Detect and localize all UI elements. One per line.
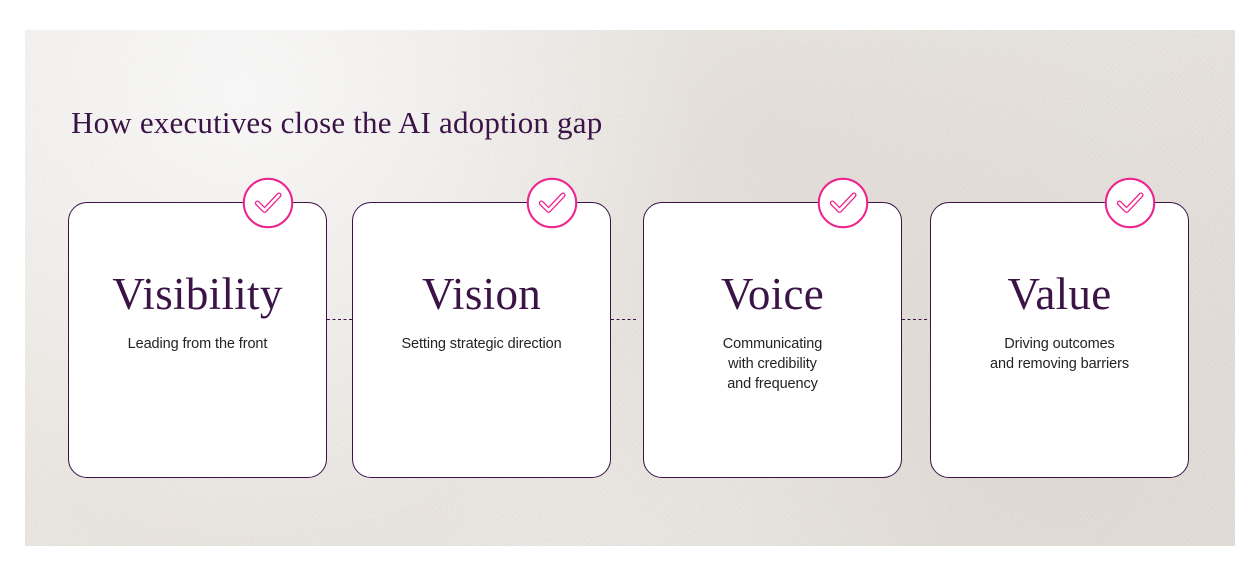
card-connector-1: [327, 319, 352, 320]
check-circle-icon: [816, 176, 870, 230]
pillar-cards-row: Visibility Leading from the front Vision…: [68, 177, 1190, 478]
card-heading: Visibility: [112, 269, 283, 319]
check-circle-icon: [241, 176, 295, 230]
card-connector-2: [611, 319, 636, 320]
card-subtitle-line: Communicating: [722, 336, 823, 352]
pillar-card-voice[interactable]: Voice Communicating with credibility and…: [643, 177, 902, 478]
card-subtitle: Setting strategic direction: [365, 334, 598, 354]
card-content: Vision Setting strategic direction: [353, 269, 610, 354]
pillar-card-value[interactable]: Value Driving outcomes and removing barr…: [930, 177, 1189, 478]
card-subtitle-line: Driving outcomes: [1004, 336, 1115, 352]
card-subtitle-line: and frequency: [727, 376, 818, 392]
card-subtitle-line: Leading from the front: [127, 336, 268, 352]
card-subtitle: Driving outcomes and removing barriers: [943, 334, 1176, 374]
card-content: Value Driving outcomes and removing barr…: [931, 269, 1188, 374]
card-subtitle: Communicating with credibility and frequ…: [656, 334, 889, 394]
pillar-card-vision[interactable]: Vision Setting strategic direction: [352, 177, 611, 478]
card-heading: Vision: [421, 269, 542, 319]
card-heading: Voice: [720, 269, 825, 319]
check-circle-icon: [1103, 176, 1157, 230]
check-circle-icon: [525, 176, 579, 230]
card-subtitle-line: Setting strategic direction: [401, 336, 562, 352]
card-subtitle-line: and removing barriers: [990, 356, 1129, 372]
pillar-card-visibility[interactable]: Visibility Leading from the front: [68, 177, 327, 478]
card-connector-3: [902, 319, 927, 320]
card-content: Voice Communicating with credibility and…: [644, 269, 901, 394]
card-subtitle: Leading from the front: [81, 334, 314, 354]
card-content: Visibility Leading from the front: [69, 269, 326, 354]
card-subtitle-line: with credibility: [728, 356, 817, 372]
card-heading: Value: [1007, 269, 1112, 319]
page-title: How executives close the AI adoption gap: [71, 105, 603, 140]
